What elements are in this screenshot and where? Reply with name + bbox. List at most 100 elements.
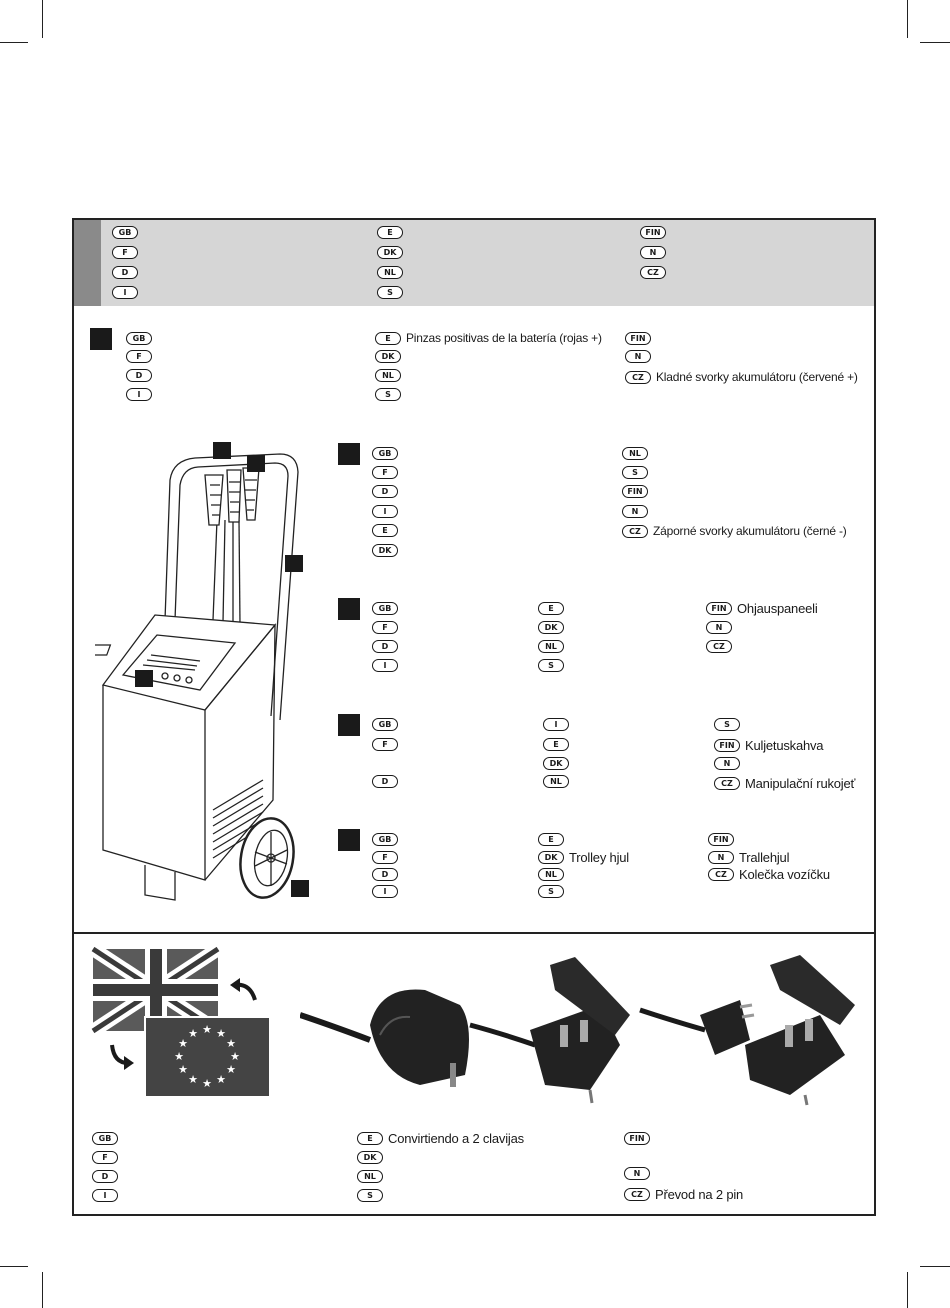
language-badge: F [112, 245, 138, 259]
language-badge: GB [372, 601, 398, 615]
svg-text:★: ★ [202, 1077, 212, 1090]
language-badge: CZ [714, 776, 740, 790]
part-marker-1 [90, 328, 112, 350]
language-badge: DK [357, 1150, 383, 1164]
part-label: Convirtiendo a 2 clavijas [388, 1130, 524, 1146]
language-badge: N [708, 850, 734, 864]
language-badge: E [538, 832, 564, 846]
language-badge: NL [377, 265, 403, 279]
language-badge: E [543, 737, 569, 751]
part-marker-3 [338, 598, 360, 620]
language-badge: D [372, 774, 398, 788]
language-badge: CZ [708, 867, 734, 881]
language-badge: DK [377, 245, 403, 259]
language-badge: I [112, 285, 138, 299]
crop-mark [0, 1266, 28, 1267]
language-badge: DK [543, 756, 569, 770]
svg-text:★: ★ [226, 1063, 236, 1076]
language-badge: DK [375, 349, 401, 363]
language-badge: DK [538, 620, 564, 634]
part-label: Pinzas positivas de la batería (rojas +) [406, 331, 602, 345]
language-badge: NL [543, 774, 569, 788]
language-badge: S [357, 1188, 383, 1202]
language-badge: S [622, 465, 648, 479]
part-label: Záporné svorky akumulátoru (černé -) [653, 524, 847, 538]
language-badge: S [714, 717, 740, 731]
crop-mark [42, 0, 43, 38]
language-badge: FIN [640, 225, 666, 239]
battery-charger-illustration [95, 442, 309, 901]
language-badge: D [92, 1169, 118, 1183]
language-badge: E [375, 331, 401, 345]
language-badge: D [126, 368, 152, 382]
part-label: Manipulační rukojeť [745, 775, 856, 791]
language-badge: NL [357, 1169, 383, 1183]
part-label: Kolečka vozíčku [739, 866, 830, 882]
language-badge: D [372, 867, 398, 881]
language-badge: S [375, 387, 401, 401]
language-badge: F [372, 465, 398, 479]
language-badge: E [357, 1131, 383, 1145]
crop-mark [907, 1272, 908, 1308]
language-badge: FIN [708, 832, 734, 846]
language-badge: D [372, 484, 398, 498]
eu-flag-icon: ★★★ ★★★ ★★★ ★★★ [144, 1016, 271, 1098]
language-badge: CZ [625, 370, 651, 384]
svg-text:★: ★ [188, 1027, 198, 1040]
language-badge: NL [538, 639, 564, 653]
language-badge: CZ [622, 524, 648, 538]
crop-mark [920, 42, 950, 43]
svg-text:★: ★ [188, 1073, 198, 1086]
language-badge: I [372, 658, 398, 672]
part-marker-5 [338, 829, 360, 851]
language-badge: FIN [706, 601, 732, 615]
section-divider [74, 932, 876, 934]
language-badge: E [377, 225, 403, 239]
language-badge: F [92, 1150, 118, 1164]
svg-text:★: ★ [230, 1050, 240, 1063]
svg-text:★: ★ [216, 1027, 226, 1040]
language-badge: N [706, 620, 732, 634]
language-badge: NL [622, 446, 648, 460]
language-badge: DK [538, 850, 564, 864]
language-badge: GB [112, 225, 138, 239]
language-badge: S [377, 285, 403, 299]
language-badge: NL [375, 368, 401, 382]
language-badge: GB [372, 832, 398, 846]
language-badge: N [625, 349, 651, 363]
language-badge: CZ [640, 265, 666, 279]
language-badge: F [126, 349, 152, 363]
language-badge: F [372, 737, 398, 751]
language-badge: NL [538, 867, 564, 881]
language-badge: N [622, 504, 648, 518]
language-badge: D [372, 639, 398, 653]
part-label: Převod na 2 pin [655, 1186, 744, 1202]
svg-text:★: ★ [178, 1037, 188, 1050]
language-badge: S [538, 884, 564, 898]
language-badge: FIN [622, 484, 648, 498]
part-label: Trolley hjul [569, 849, 629, 865]
header-strip [74, 220, 101, 306]
language-badge: E [538, 601, 564, 615]
language-badge: GB [372, 446, 398, 460]
language-badge: F [372, 850, 398, 864]
svg-text:★: ★ [216, 1073, 226, 1086]
part-label: Kuljetuskahva [745, 737, 824, 753]
part-marker-4 [338, 714, 360, 736]
part-label: Kladné svorky akumulátoru (červené +) [656, 370, 858, 384]
language-badge: I [372, 884, 398, 898]
language-badge: E [372, 523, 398, 537]
language-badge: FIN [714, 738, 740, 752]
svg-text:★: ★ [178, 1063, 188, 1076]
header-band [74, 220, 876, 306]
svg-text:★: ★ [226, 1037, 236, 1050]
crop-mark [42, 1272, 43, 1308]
page-frame [72, 218, 876, 1216]
language-badge: FIN [624, 1131, 650, 1145]
crop-mark [920, 1266, 950, 1267]
language-badge: GB [372, 717, 398, 731]
crop-mark [0, 42, 28, 43]
crop-mark [907, 0, 908, 38]
language-badge: I [543, 717, 569, 731]
svg-text:★: ★ [202, 1023, 212, 1036]
